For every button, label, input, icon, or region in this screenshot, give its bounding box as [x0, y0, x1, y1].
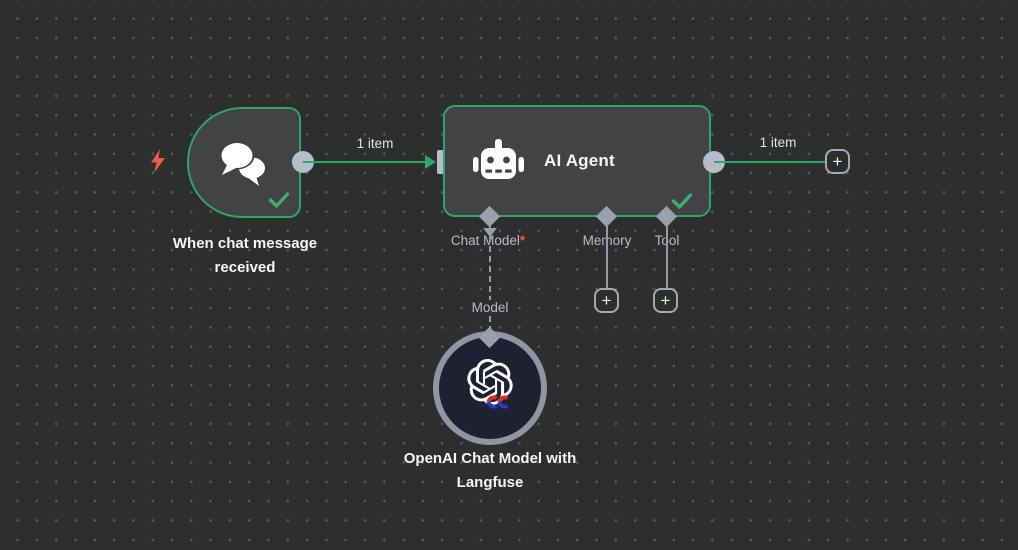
agent-node-title: AI Agent [544, 151, 615, 170]
chat-model-port-label: Chat Model* [450, 233, 526, 248]
node-chat-trigger[interactable] [187, 107, 301, 218]
model-connection-label: Model [466, 300, 514, 315]
chat-bubbles-icon [219, 141, 265, 186]
openai-node-label: OpenAI Chat Model with Langfuse [403, 450, 577, 491]
node-ai-agent[interactable]: AI Agent [443, 105, 711, 217]
add-node-button[interactable]: + [825, 149, 850, 174]
connection-arrow-icon [425, 155, 436, 169]
langfuse-logo-icon [486, 395, 509, 409]
connection-agent-output[interactable] [714, 161, 826, 163]
agent-input-port[interactable] [437, 150, 447, 174]
trigger-bolt-icon [151, 149, 165, 173]
trigger-node-label: When chat message received [172, 235, 318, 276]
memory-connection-stub [606, 224, 608, 290]
robot-icon [473, 139, 524, 179]
add-memory-button[interactable]: + [594, 288, 619, 313]
required-marker: * [519, 233, 526, 248]
connection-trigger-to-agent[interactable] [303, 161, 427, 163]
success-check-icon [671, 193, 693, 209]
openai-logo-icon [467, 359, 513, 405]
connection-items-label: 1 item [356, 136, 394, 151]
connection-chat-model[interactable] [489, 226, 491, 332]
success-check-icon [268, 192, 290, 208]
tool-connection-stub [666, 224, 668, 290]
connection-items-label: 1 item [759, 135, 797, 150]
add-tool-button[interactable]: + [653, 288, 678, 313]
